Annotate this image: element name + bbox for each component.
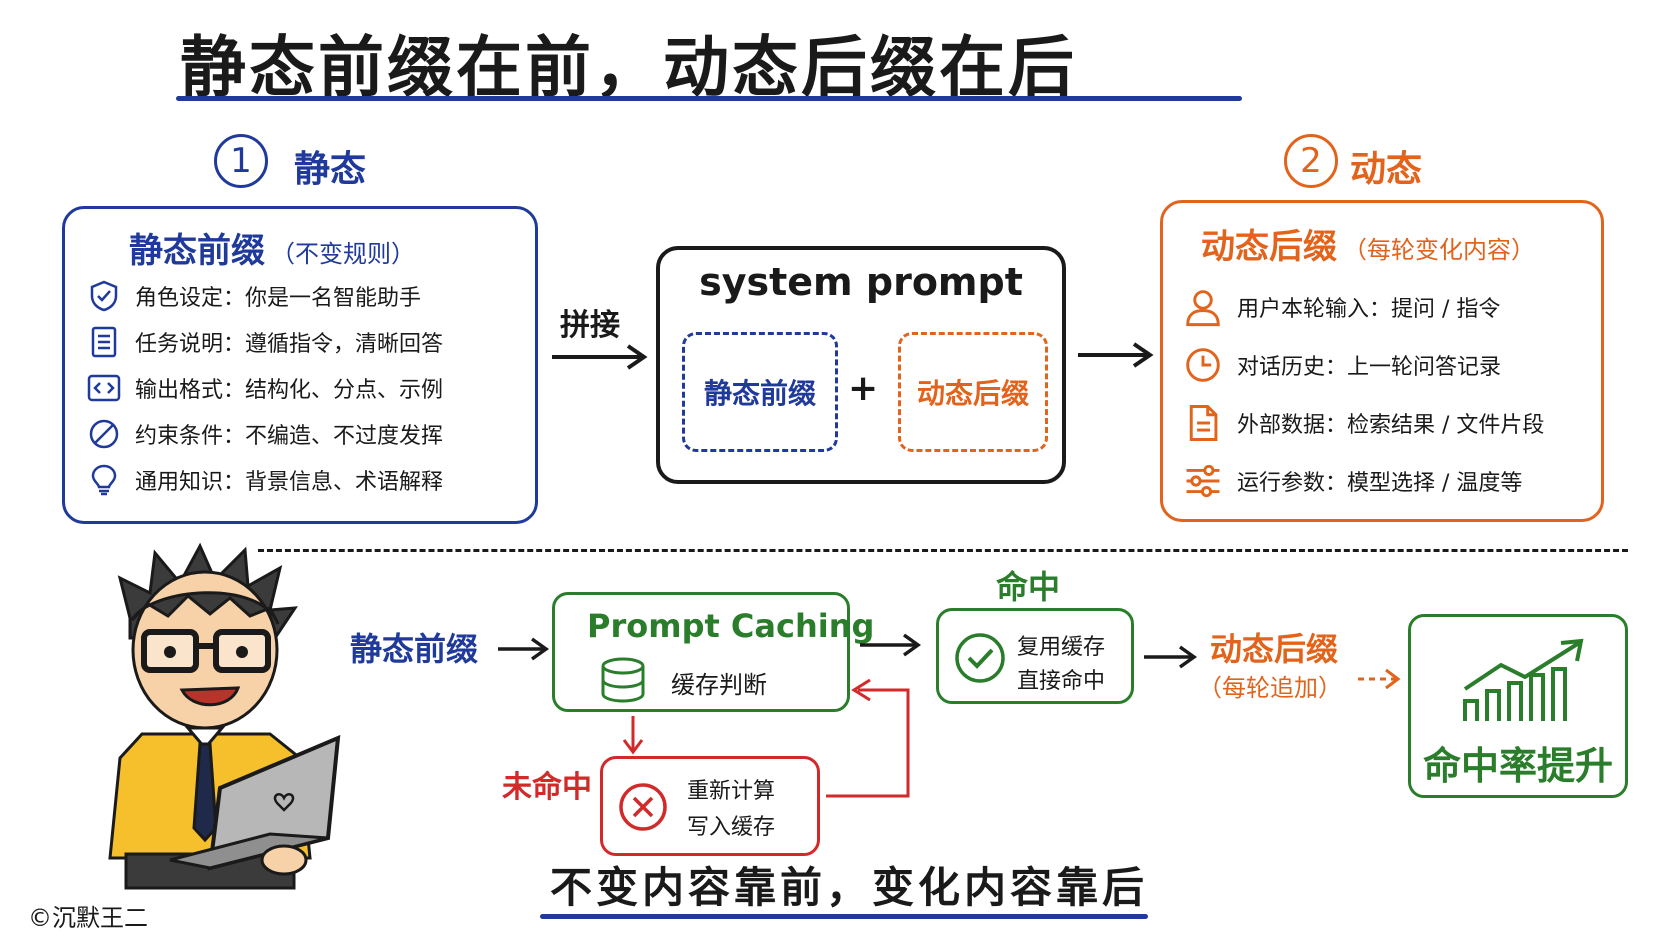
static-prefix-box: 静态前缀（不变规则） 角色设定：你是一名智能助手 任务说明：遵循指令，清晰回答 …	[62, 206, 538, 524]
prompt-caching-title: Prompt Caching	[587, 607, 875, 645]
miss-line-2: 写入缓存	[687, 815, 776, 840]
section-2-label: 动态	[1350, 149, 1423, 190]
growth-chart-icon	[1463, 638, 1584, 721]
static-item-knowledge-text: 通用知识：背景信息、术语解释	[135, 470, 444, 495]
dynamic-item-history-text: 对话历史：上一轮问答记录	[1237, 355, 1502, 380]
flow-write-back-arrow	[826, 678, 910, 798]
dynamic-box-title-text: 动态后缀	[1201, 227, 1337, 267]
static-item-task-text: 任务说明：遵循指令，清晰回答	[135, 332, 444, 357]
section-separator	[258, 549, 1628, 552]
flow-miss-arrow	[622, 716, 644, 755]
cache-hit-label: 命中	[996, 568, 1061, 606]
concat-arrow	[552, 344, 648, 370]
dynamic-box-subtitle: （每轮变化内容）	[1343, 236, 1535, 264]
cache-miss-label: 未命中	[502, 770, 592, 805]
static-item-constraint-text: 约束条件：不编造、不过度发挥	[135, 424, 444, 449]
database-icon	[601, 657, 645, 703]
section-2-number: 2	[1284, 134, 1338, 188]
static-box-title: 静态前缀（不变规则）	[129, 223, 415, 272]
flow-input-arrow	[498, 637, 550, 661]
static-box-title-text: 静态前缀	[129, 231, 265, 271]
bottom-slogan: 不变内容靠前，变化内容靠后	[550, 863, 1149, 912]
system-prompt-box: system prompt 静态前缀 + 动态后缀	[656, 246, 1066, 484]
flow-reuse-arrow	[1144, 645, 1198, 669]
static-item-task: 任务说明：遵循指令，清晰回答	[87, 325, 443, 359]
miss-line-1: 重新计算	[687, 779, 776, 804]
dynamic-suffix-box: 动态后缀（每轮变化内容） 用户本轮输入：提问 / 指令 对话历史：上一轮问答记录…	[1160, 200, 1604, 522]
plus-sign: +	[848, 368, 879, 409]
dynamic-item-data: 外部数据：检索结果 / 文件片段	[1183, 403, 1544, 443]
section-1-number: 1	[214, 134, 268, 188]
recompute-cache-box: 重新计算 写入缓存	[600, 756, 820, 856]
static-item-format: 输出格式：结构化、分点、示例	[87, 371, 443, 405]
slogan-underline	[540, 914, 1148, 919]
prohibit-icon	[89, 419, 119, 449]
flow-static-input-label: 静态前缀	[350, 630, 479, 668]
prompt-caching-box: Prompt Caching 缓存判断	[552, 592, 874, 712]
dynamic-item-input-text: 用户本轮输入：提问 / 指令	[1237, 297, 1501, 322]
lightbulb-icon	[91, 464, 117, 496]
reuse-cache-box: 复用缓存 直接命中	[936, 608, 1134, 704]
static-item-knowledge: 通用知识：背景信息、术语解释	[87, 463, 443, 497]
page-title: 静态前缀在前，动态后缀在后	[180, 29, 1077, 106]
dynamic-item-input: 用户本轮输入：提问 / 指令	[1183, 287, 1500, 327]
flow-dynamic-label: 动态后缀	[1210, 630, 1339, 668]
hit-rate-result-label: 命中率提升	[1423, 744, 1614, 788]
reuse-line-1: 复用缓存	[1017, 635, 1106, 660]
to-dynamic-arrow	[1078, 342, 1154, 368]
static-item-role-text: 角色设定：你是一名智能助手	[135, 286, 422, 311]
reuse-line-2: 直接命中	[1017, 669, 1106, 694]
shield-check-icon	[90, 280, 118, 312]
system-prompt-dynamic-part: 动态后缀	[898, 332, 1048, 452]
title-underline	[176, 96, 1242, 101]
user-icon	[1186, 290, 1220, 327]
system-prompt-static-part: 静态前缀	[682, 332, 838, 452]
flow-dynamic-arrow	[1358, 668, 1401, 690]
cache-judgment-label: 缓存判断	[671, 671, 767, 699]
document-list-icon	[91, 326, 117, 358]
dynamic-item-data-text: 外部数据：检索结果 / 文件片段	[1237, 413, 1545, 438]
system-prompt-title: system prompt	[699, 260, 1023, 304]
code-brackets-icon	[87, 374, 121, 402]
file-icon	[1189, 405, 1218, 441]
dynamic-item-params: 运行参数：模型选择 / 温度等	[1183, 461, 1522, 501]
static-item-format-text: 输出格式：结构化、分点、示例	[135, 378, 444, 403]
clock-icon	[1186, 348, 1220, 382]
dynamic-item-params-text: 运行参数：模型选择 / 温度等	[1237, 471, 1523, 496]
flow-hit-arrow	[860, 633, 922, 657]
flow-dynamic-sub: （每轮追加）	[1198, 674, 1342, 702]
dynamic-box-title: 动态后缀（每轮变化内容）	[1201, 219, 1535, 268]
developer-illustration	[108, 542, 341, 890]
check-circle-icon	[955, 633, 1005, 683]
x-circle-icon	[619, 783, 667, 831]
static-box-subtitle: （不变规则）	[271, 240, 415, 268]
static-item-constraint: 约束条件：不编造、不过度发挥	[87, 417, 443, 451]
static-item-role: 角色设定：你是一名智能助手	[87, 279, 421, 313]
concat-label: 拼接	[560, 308, 620, 343]
dynamic-item-history: 对话历史：上一轮问答记录	[1183, 345, 1501, 385]
sliders-icon	[1186, 464, 1220, 498]
hit-rate-result-box: 命中率提升	[1408, 614, 1628, 798]
copyright-label: ©沉默王二	[28, 904, 148, 932]
section-1-label: 静态	[294, 149, 367, 190]
